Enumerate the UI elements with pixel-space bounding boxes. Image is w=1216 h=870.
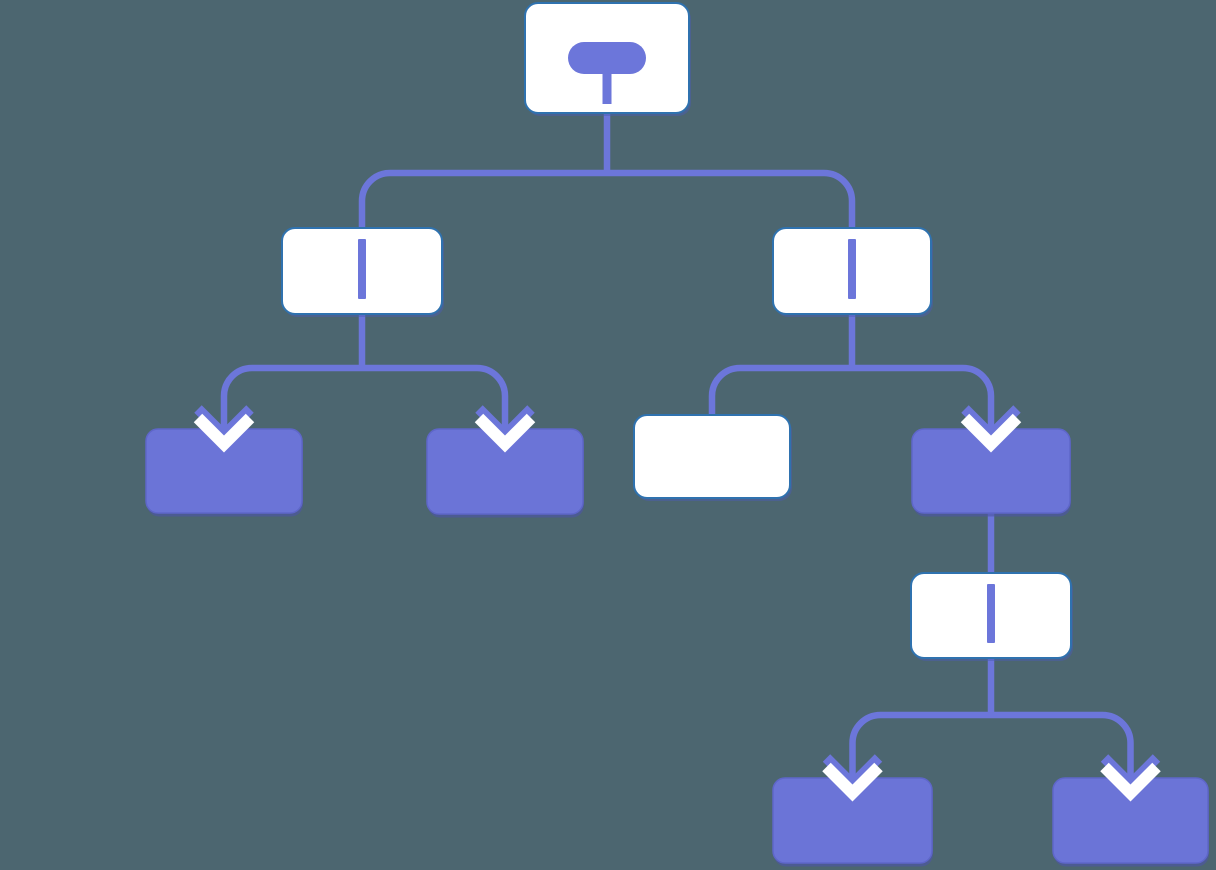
- arrowhead-chevron-purple: [194, 405, 254, 443]
- tree-node-branch-left[interactable]: [281, 227, 444, 317]
- tree-node-branch-right[interactable]: [772, 227, 933, 317]
- connector-edge: [362, 364, 509, 431]
- node-placeholder-bar: [358, 239, 366, 299]
- tree-node-leaf-4[interactable]: [1052, 777, 1209, 867]
- node-placeholder-bar: [848, 239, 856, 299]
- arrowhead-chevron-white: [822, 762, 883, 802]
- root-pill-stem: [602, 69, 612, 104]
- connector-edge: [358, 169, 607, 232]
- connector-edge: [708, 364, 852, 419]
- arrowhead-chevron-purple: [822, 754, 883, 792]
- connector-edge: [607, 169, 856, 232]
- connector-edge: [220, 364, 362, 431]
- connector-edge: [991, 711, 1134, 780]
- arrowhead-chevron-white: [474, 413, 536, 453]
- arrowhead-chevron-white: [193, 413, 255, 453]
- tree-node-root[interactable]: [524, 2, 691, 116]
- arrow-down-icon: [193, 405, 255, 453]
- node-body[interactable]: [633, 414, 791, 499]
- connector-edge: [849, 711, 991, 780]
- arrow-down-icon: [822, 754, 883, 802]
- tree-node-leaf-2[interactable]: [426, 428, 584, 518]
- arrowhead-chevron-white: [1100, 762, 1161, 802]
- arrowhead-chevron-purple: [961, 405, 1021, 443]
- tree-node-leaf-1[interactable]: [145, 428, 303, 517]
- arrow-down-icon: [960, 405, 1022, 453]
- root-pill-icon: [568, 42, 646, 74]
- arrowhead-chevron-purple: [475, 405, 535, 443]
- tree-node-mid-purple[interactable]: [911, 428, 1071, 517]
- tree-node-child-plain[interactable]: [633, 414, 792, 501]
- arrowhead-layer: [193, 405, 1161, 802]
- arrow-down-icon: [1100, 754, 1161, 802]
- tree-node-branch-lower[interactable]: [910, 572, 1073, 661]
- arrowhead-chevron-purple: [1100, 754, 1161, 792]
- arrow-down-icon: [474, 405, 536, 453]
- node-placeholder-bar: [987, 584, 995, 643]
- arrowhead-chevron-white: [960, 413, 1022, 453]
- node-layer: [145, 2, 1209, 867]
- connector-layer: [220, 111, 1134, 780]
- tree-node-leaf-3[interactable]: [772, 777, 933, 867]
- connector-edge: [852, 364, 995, 431]
